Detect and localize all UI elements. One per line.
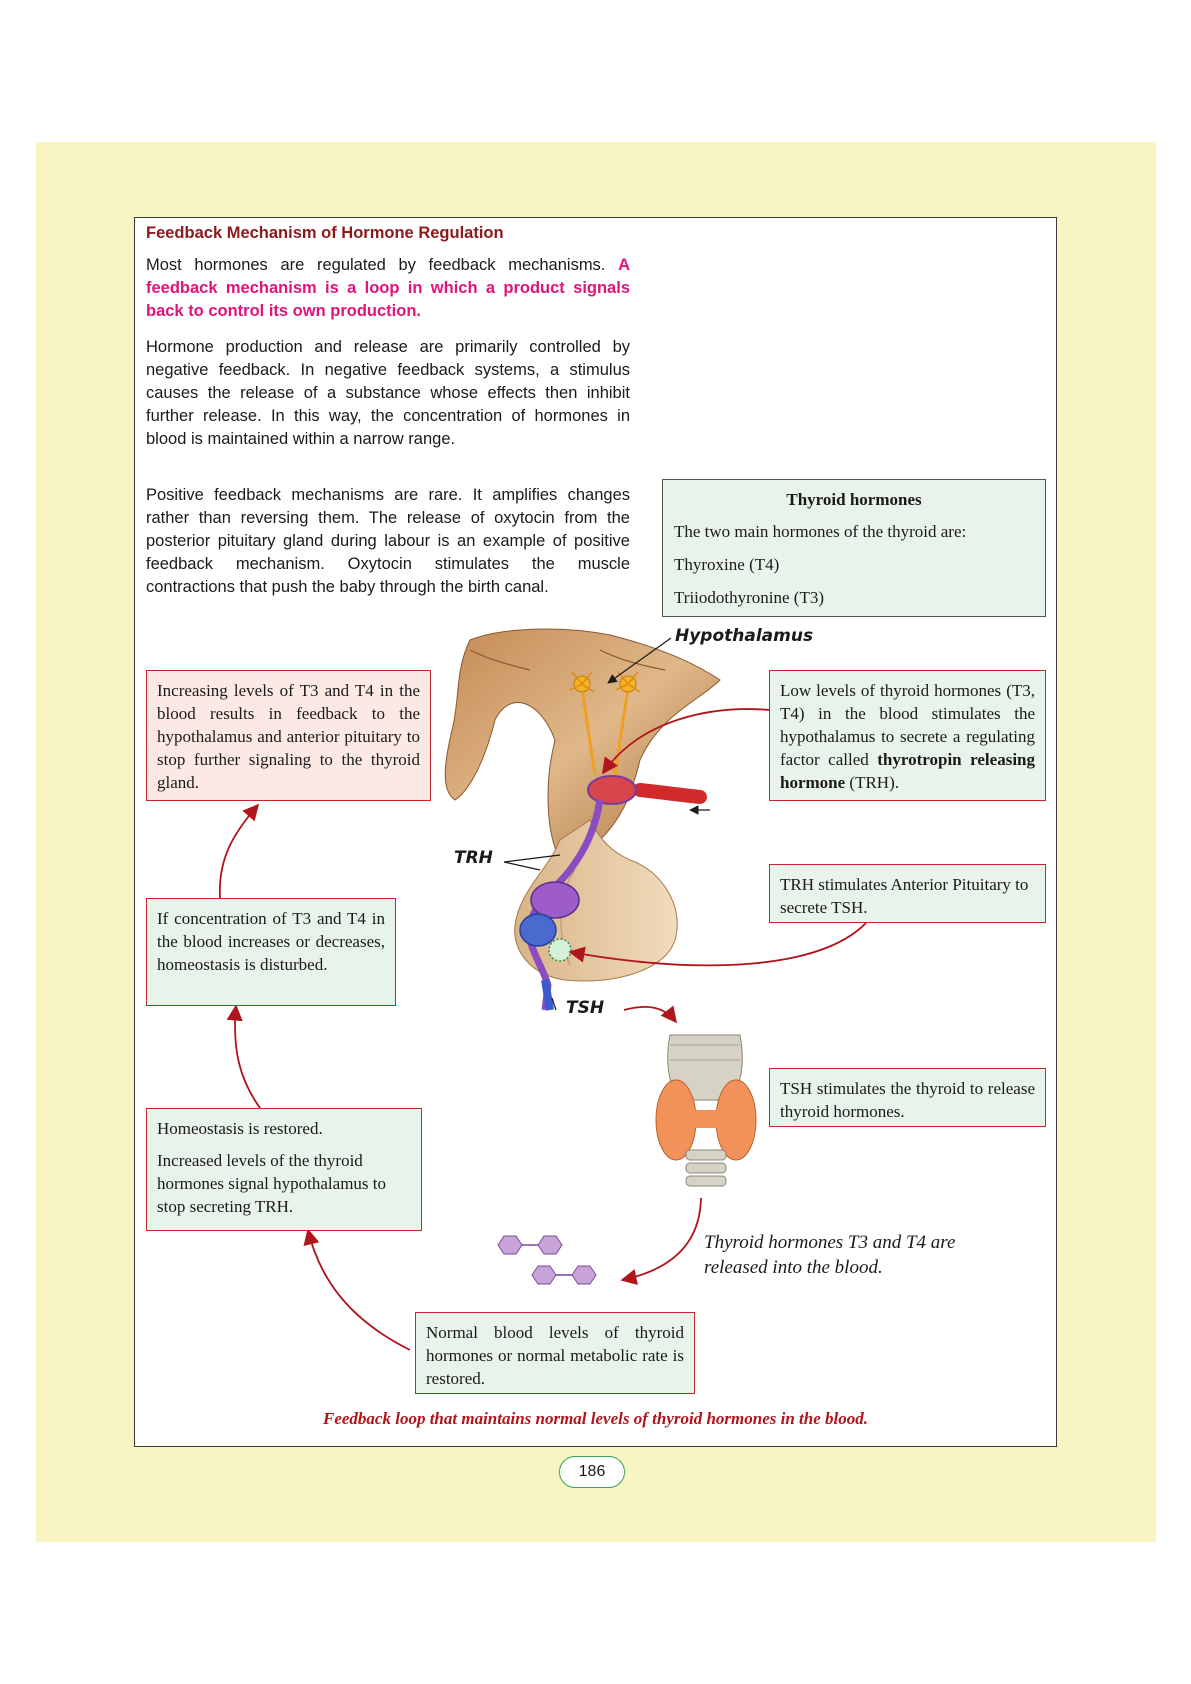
thyroid-box-intro: The two main hormones of the thyroid are… <box>674 522 967 541</box>
figure-caption: Feedback loop that maintains normal leve… <box>323 1409 868 1428</box>
increasing-levels-box: Increasing levels of T3 and T4 in the bl… <box>146 670 431 801</box>
normal-to-homeostasis-arrow <box>303 1228 411 1351</box>
homeostasis-restored-text: Homeostasis is restored. <box>157 1119 323 1138</box>
positive-feedback-paragraph: Positive feedback mechanisms are rare. I… <box>146 486 630 596</box>
page-number: 186 <box>559 1456 625 1488</box>
trh-stimulates-box: TRH stimulates Anterior Pituitary to sec… <box>769 864 1046 923</box>
intro-paragraph: Most hormones are regulated by feedback … <box>146 254 630 323</box>
hypothalamus-pointer <box>607 637 672 684</box>
low-levels-text: Low levels of thyroid hormones (T3, T4) … <box>780 679 1035 794</box>
concentration-to-increasing-arrow <box>218 803 260 899</box>
tsh-stimulates-box: TSH stimulates the thyroid to release th… <box>769 1068 1046 1127</box>
thyroid-box-title: Thyroid hormones <box>786 490 922 509</box>
hormone-molecules-icon <box>497 1235 597 1285</box>
low-levels-text-a: Low levels of thyroid hormones (T3, T4) … <box>780 681 1035 769</box>
trh-stimulates-text: TRH stimulates Anterior Pituitary to sec… <box>780 875 1029 917</box>
released-line-1: Thyroid hormones T3 and T4 are <box>704 1232 956 1253</box>
concentration-text: If concentration of T3 and T4 in the blo… <box>157 909 385 974</box>
portal-blood-vessels-icon <box>519 775 707 1011</box>
feedback-definition: A feedback mechanism is a loop in which … <box>146 256 630 320</box>
section-heading: Feedback Mechanism of Hormone Regulation <box>146 224 504 242</box>
hypothalamus-illustration <box>444 628 721 861</box>
trh-term: thyrotropin releasing hormone <box>780 750 1035 792</box>
thyroxine-item: Thyroxine (T4) <box>674 555 780 574</box>
tsh-label: TSH <box>566 998 605 1018</box>
released-line-2: released into the blood. <box>704 1257 883 1278</box>
tsh-stimulates-text: TSH stimulates the thyroid to release th… <box>780 1079 1035 1121</box>
low-levels-box: Low levels of thyroid hormones (T3, T4) … <box>769 670 1046 801</box>
tsh-to-thyroid-arrow <box>623 1005 678 1024</box>
normal-levels-box: Normal blood levels of thyroid hormones … <box>415 1312 695 1394</box>
homeostasis-box: Homeostasis is restored. Increased level… <box>146 1108 422 1231</box>
homeostasis-to-concentration-arrow <box>226 1004 261 1109</box>
concentration-box: If concentration of T3 and T4 in the blo… <box>146 898 396 1006</box>
thyroid-gland-illustration <box>655 1034 757 1187</box>
intro-line: Most hormones are regulated by feedback … <box>146 256 606 274</box>
tsh-pointer <box>551 997 557 1011</box>
triiodothyronine-item: Triiodothyronine (T3) <box>674 588 825 607</box>
low-levels-text-c: (TRH). <box>845 773 899 792</box>
trh-label: TRH <box>454 848 493 868</box>
normal-levels-text: Normal blood levels of thyroid hormones … <box>426 1323 684 1388</box>
low-levels-arrow <box>602 708 771 775</box>
increased-levels-text: Increased levels of the thyroid hormones… <box>157 1151 387 1216</box>
hypothalamus-label: Hypothalamus <box>675 626 814 646</box>
increasing-levels-text: Increasing levels of T3 and T4 in the bl… <box>157 681 420 792</box>
thyroid-hormones-box: Thyroid hormones The two main hormones o… <box>662 479 1046 617</box>
trh-pointer <box>503 854 561 871</box>
trh-to-pituitary-arrow <box>568 922 867 967</box>
negative-feedback-paragraph: Hormone production and release are prima… <box>146 338 630 448</box>
hormones-released-label: Thyroid hormones T3 and T4 are released … <box>704 1230 1004 1280</box>
release-arrow <box>620 1197 702 1285</box>
